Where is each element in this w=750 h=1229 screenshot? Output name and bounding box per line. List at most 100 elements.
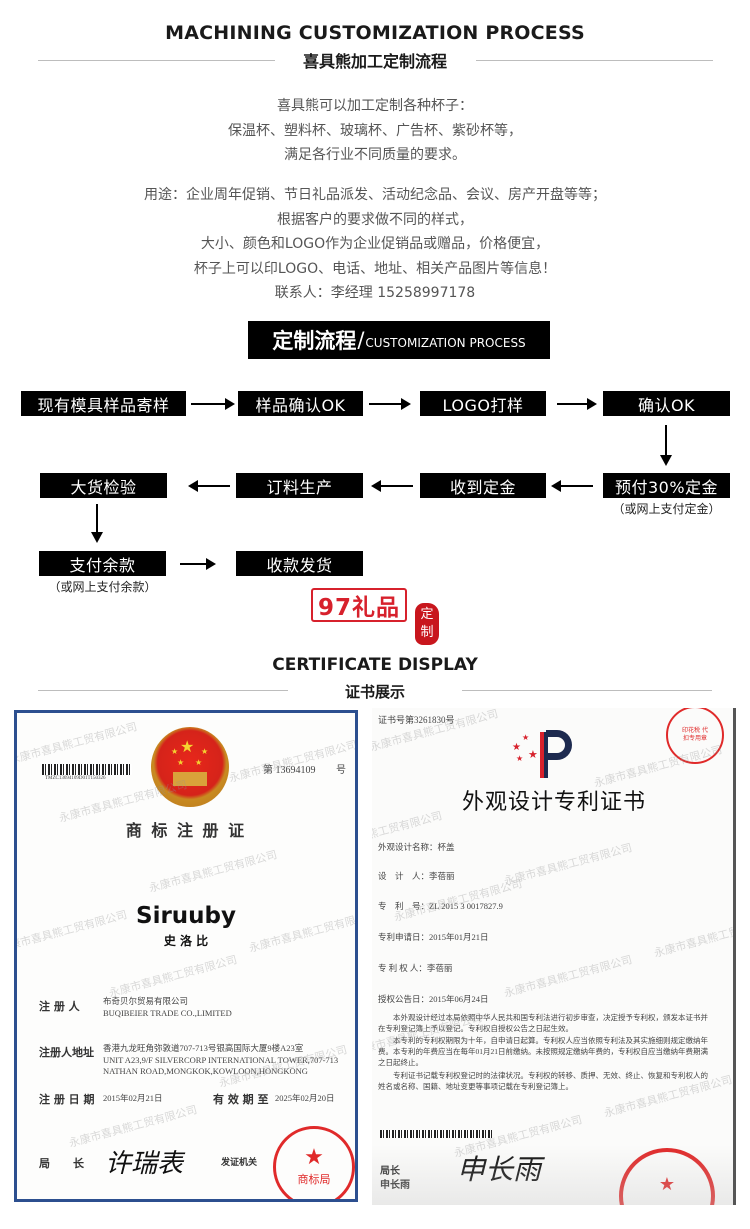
divider-left [38,60,275,61]
patent-director-signature: 申长雨 [457,1153,542,1186]
page-title-cn-row: 喜具熊加工定制流程 [0,48,750,72]
process-banner-en: CUSTOMIZATION PROCESS [365,335,526,350]
arrow-left-icon [371,480,413,492]
trademark-brand-en: Siruuby [136,903,236,929]
star-icon: ★ [195,758,203,767]
director-signature: 许瑞表 [105,1149,184,1179]
process-banner: 定制流程 / CUSTOMIZATION PROCESS [248,321,550,359]
grant-date-field: 授权公告日：2015年06月24日 [378,994,489,1004]
arrow-left-icon [188,480,230,492]
watermark: 永康市喜具熊工贸有限公司 [502,841,634,888]
arrow-right-icon [369,398,411,410]
step-prepay-deposit: 预付30%定金 [603,473,730,498]
seal-text: 印花税 代扣专用章 [682,727,708,742]
divider-left [38,690,288,691]
patent-director-label: 局长 [380,1166,400,1177]
star-icon: ★ [180,737,195,756]
patent-certificate: 证书号第3261830号 ★ ★ ★ ★ 外观设计专利证书 外观设计名称：杯盖 … [372,708,736,1205]
certificate-title-en: CERTIFICATE DISPLAY [272,655,478,675]
registrant-label: 注 册 人 [39,1000,80,1013]
trademark-office-seal-icon: ★ 商标局 [273,1126,355,1199]
step-bulk-inspection: 大货检验 [40,473,167,498]
patent-body-1: 本外观设计经过本局依照中华人民共和国专利法进行初步审查，决定授予专利权，颁发本证… [378,1013,708,1033]
star-icon: ★ [304,1145,324,1170]
registrant-en: BUQIBEIER TRADE CO.,LIMITED [103,1008,232,1018]
star-icon: ★ [522,733,530,742]
trademark-cert-title: 商 标 注 册 证 [125,821,247,840]
national-emblem-icon: ★ ★ ★ ★ ★ [151,727,229,807]
step-sample-confirm: 样品确认OK [238,391,363,416]
number-suffix: 号 [336,765,346,776]
star-icon: ★ [512,742,521,753]
patent-office-seal-icon: ★ [619,1148,715,1205]
step-existing-mold-sample: 现有模具样品寄样 [21,391,186,416]
step-ship-on-payment: 收款发货 [236,551,363,576]
page-title-en: MACHINING CUSTOMIZATION PROCESS [165,22,585,44]
step-material-production: 订料生产 [236,473,363,498]
brand-logo: 97礼品 [311,588,407,622]
step-pay-balance: 支付余款 [39,551,166,576]
certificate-title-cn: 证书展示 [344,683,405,701]
tiananmen-icon [173,772,207,786]
star-icon: ★ [528,748,538,761]
trademark-certificate: TMZC13694109D01T150326 ★ ★ ★ ★ ★ 第 13694… [14,710,358,1202]
star-icon: ★ [516,754,524,763]
star-icon: ★ [658,1173,676,1195]
watermark: 永康市喜具熊工贸有限公司 [227,738,358,785]
barcode-icon [380,1130,492,1138]
intro-paragraph-1: 喜具熊可以加工定制各种杯子： 保温杯、塑料杯、玻璃杯、广告杯、紫砂杯等， 满足各… [0,94,750,168]
reg-date-label: 注 册 日 期 [39,1093,95,1106]
intro-line: 喜具熊可以加工定制各种杯子： [277,98,473,114]
number-prefix: 第 [263,765,273,776]
divider-right [476,60,713,61]
patent-body-2: 本专利的专利权期限为十年，自申请日起算。专利权人应当依照专利法及其实施细则规定缴… [378,1036,708,1067]
intro-paragraph-2: 用途：企业周年促销、节日礼品派发、活动纪念品、会议、房产开盘等等； 根据客户的要… [0,183,750,306]
arrow-right-icon [180,558,216,570]
trademark-brand-cn: 史 洛 比 [163,934,209,948]
patent-director-name: 申长雨 [380,1180,410,1191]
issuer-label: 发证机关 [221,1158,258,1168]
filing-date-field: 专利申请日：2015年01月21日 [378,932,489,942]
reg-date-value: 2015年02月21日 [103,1093,163,1103]
arrow-down-icon [91,504,103,543]
intro-line: 杯子上可以印LOGO、电话、地址、相关产品图片等信息！ [193,260,557,277]
address-cn: 香港九龙旺角弥敦道707-713号银高国际大厦9楼A23室 [103,1043,304,1053]
star-icon: ★ [201,747,209,756]
watermark: 永康市喜具熊工贸有限公司 [652,913,736,960]
step-prepay-note: （或网上支付定金） [612,502,721,516]
step-logo-proof: LOGO打样 [420,391,546,416]
process-banner-separator: / [357,328,365,352]
design-name-field: 外观设计名称：杯盖 [378,842,455,852]
watermark: 永康市喜具熊工贸有限公司 [392,877,524,924]
patent-body-3: 专利证书记载专利权登记时的法律状况。专利权的转移、质押、无效、终止、恢复和专利权… [378,1071,708,1091]
address-en-1: UNIT A23,9/F SILVERCORP INTERNATIONAL TO… [103,1055,339,1065]
custom-seal-icon: 定 制 [415,603,439,645]
seal-char: 制 [420,625,434,640]
process-banner-cn: 定制流程 [272,329,357,353]
step-confirm-ok: 确认OK [603,391,730,416]
arrow-down-icon [660,425,672,466]
divider-right [462,690,712,691]
arrow-right-icon [557,398,597,410]
trademark-number: 第 13694109 号 [263,765,346,776]
address-label: 注册人地址 [39,1046,94,1059]
director-label: 局 长 [39,1157,84,1170]
watermark: 永康市喜具熊工贸有限公司 [502,953,634,1000]
barcode-icon [42,764,132,775]
intro-line: 大小、颜色和LOGO作为企业促销品或赠品，价格便宜， [200,236,550,252]
page-title-cn: 喜具熊加工定制流程 [302,52,447,71]
valid-until-value: 2025年02月20日 [275,1093,335,1103]
number-value: 13694109 [275,765,316,776]
valid-until-label: 有 效 期 至 [213,1093,269,1106]
star-icon: ★ [171,747,179,756]
patentee-field: 专 利 权 人：李蓓丽 [378,963,453,973]
step-pay-balance-note: （或网上支付余款） [48,580,157,594]
patent-cert-title: 外观设计专利证书 [461,790,646,815]
patent-cert-number: 证书号第3261830号 [378,715,455,725]
designer-field: 设 计 人：李蓓丽 [378,871,455,881]
watermark: 永康市喜具熊工贸有限公司 [14,720,139,767]
seal-text: 商标局 [297,1173,331,1186]
barcode-text: TMZC13694109D01T150326 [45,776,106,781]
address-en-2: NATHAN ROAD,MONGKOK,KOWLOON,HONGKONG [103,1066,308,1076]
intro-line: 用途：企业周年促销、节日礼品派发、活动纪念品、会议、房产开盘等等； [144,187,606,203]
